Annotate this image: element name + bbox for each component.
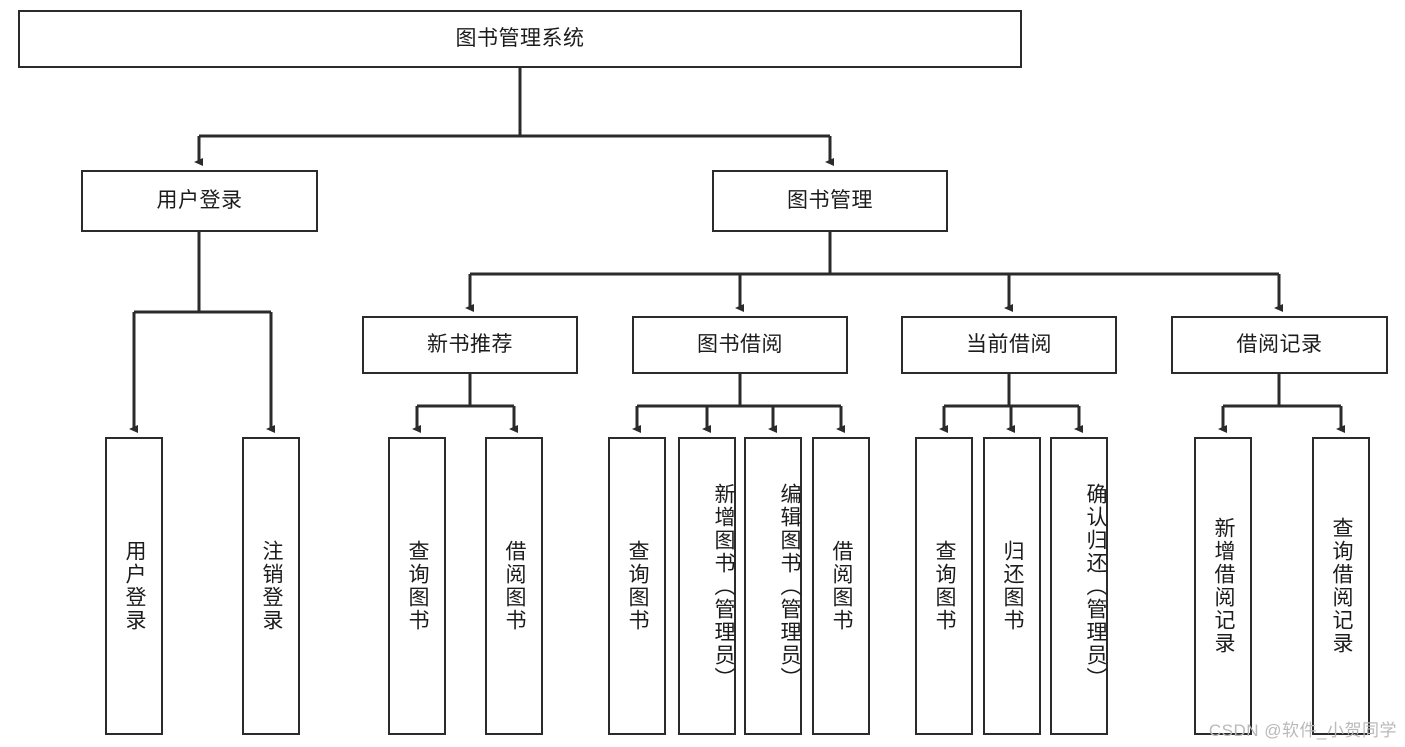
node-current-borrow[interactable]: 当前借阅 <box>901 316 1117 374</box>
leaf-borrow-book[interactable]: 借阅图书 <box>812 437 870 735</box>
leaf-return-book[interactable]: 归还图书 <box>983 437 1041 735</box>
node-label: 编辑图书（管理员） <box>778 482 801 690</box>
node-label: 当前借阅 <box>966 332 1052 356</box>
node-label: 查询借阅记录 <box>1330 517 1354 655</box>
node-label: 新书推荐 <box>427 332 513 356</box>
leaf-add-book-admin[interactable]: 新增图书（管理员） <box>678 437 736 735</box>
leaf-add-borrow-record[interactable]: 新增借阅记录 <box>1194 437 1252 735</box>
node-user-login[interactable]: 用户登录 <box>81 170 318 232</box>
node-book-borrow[interactable]: 图书借阅 <box>632 316 848 374</box>
node-label: 用户登录 <box>156 188 243 212</box>
node-label: 确认归还（管理员） <box>1084 482 1107 690</box>
node-label: 查询图书 <box>933 540 957 632</box>
node-label: 借阅图书 <box>503 540 527 632</box>
node-root-system[interactable]: 图书管理系统 <box>18 10 1022 68</box>
node-label: 借阅图书 <box>830 540 854 632</box>
node-label: 用户登录 <box>123 540 147 632</box>
leaf-edit-book-admin[interactable]: 编辑图书（管理员） <box>744 437 802 735</box>
leaf-query-borrow-record[interactable]: 查询借阅记录 <box>1312 437 1370 735</box>
node-label: 查询图书 <box>406 540 430 632</box>
csdn-watermark: CSDN @软件_小贺同学 <box>1208 721 1397 740</box>
leaf-query-book-recommend[interactable]: 查询图书 <box>388 437 446 735</box>
node-label: 借阅记录 <box>1236 332 1323 356</box>
node-label: 图书借阅 <box>697 332 783 356</box>
leaf-user-login[interactable]: 用户登录 <box>105 437 163 735</box>
leaf-query-book-current[interactable]: 查询图书 <box>915 437 973 735</box>
node-label: 查询图书 <box>626 540 650 632</box>
leaf-query-book-borrow[interactable]: 查询图书 <box>608 437 666 735</box>
node-new-book-recommend[interactable]: 新书推荐 <box>362 316 578 374</box>
node-label: 注销登录 <box>260 540 284 632</box>
node-label: 归还图书 <box>1001 540 1025 632</box>
node-label: 新增借阅记录 <box>1212 517 1236 655</box>
node-label: 图书管理 <box>787 188 873 212</box>
node-borrow-records[interactable]: 借阅记录 <box>1171 316 1388 374</box>
leaf-borrow-book-recommend[interactable]: 借阅图书 <box>485 437 543 735</box>
node-label: 图书管理系统 <box>455 26 585 50</box>
node-book-management[interactable]: 图书管理 <box>712 170 948 232</box>
leaf-confirm-return-admin[interactable]: 确认归还（管理员） <box>1050 437 1108 735</box>
node-label: 新增图书（管理员） <box>712 482 735 690</box>
leaf-logout-login[interactable]: 注销登录 <box>242 437 300 735</box>
